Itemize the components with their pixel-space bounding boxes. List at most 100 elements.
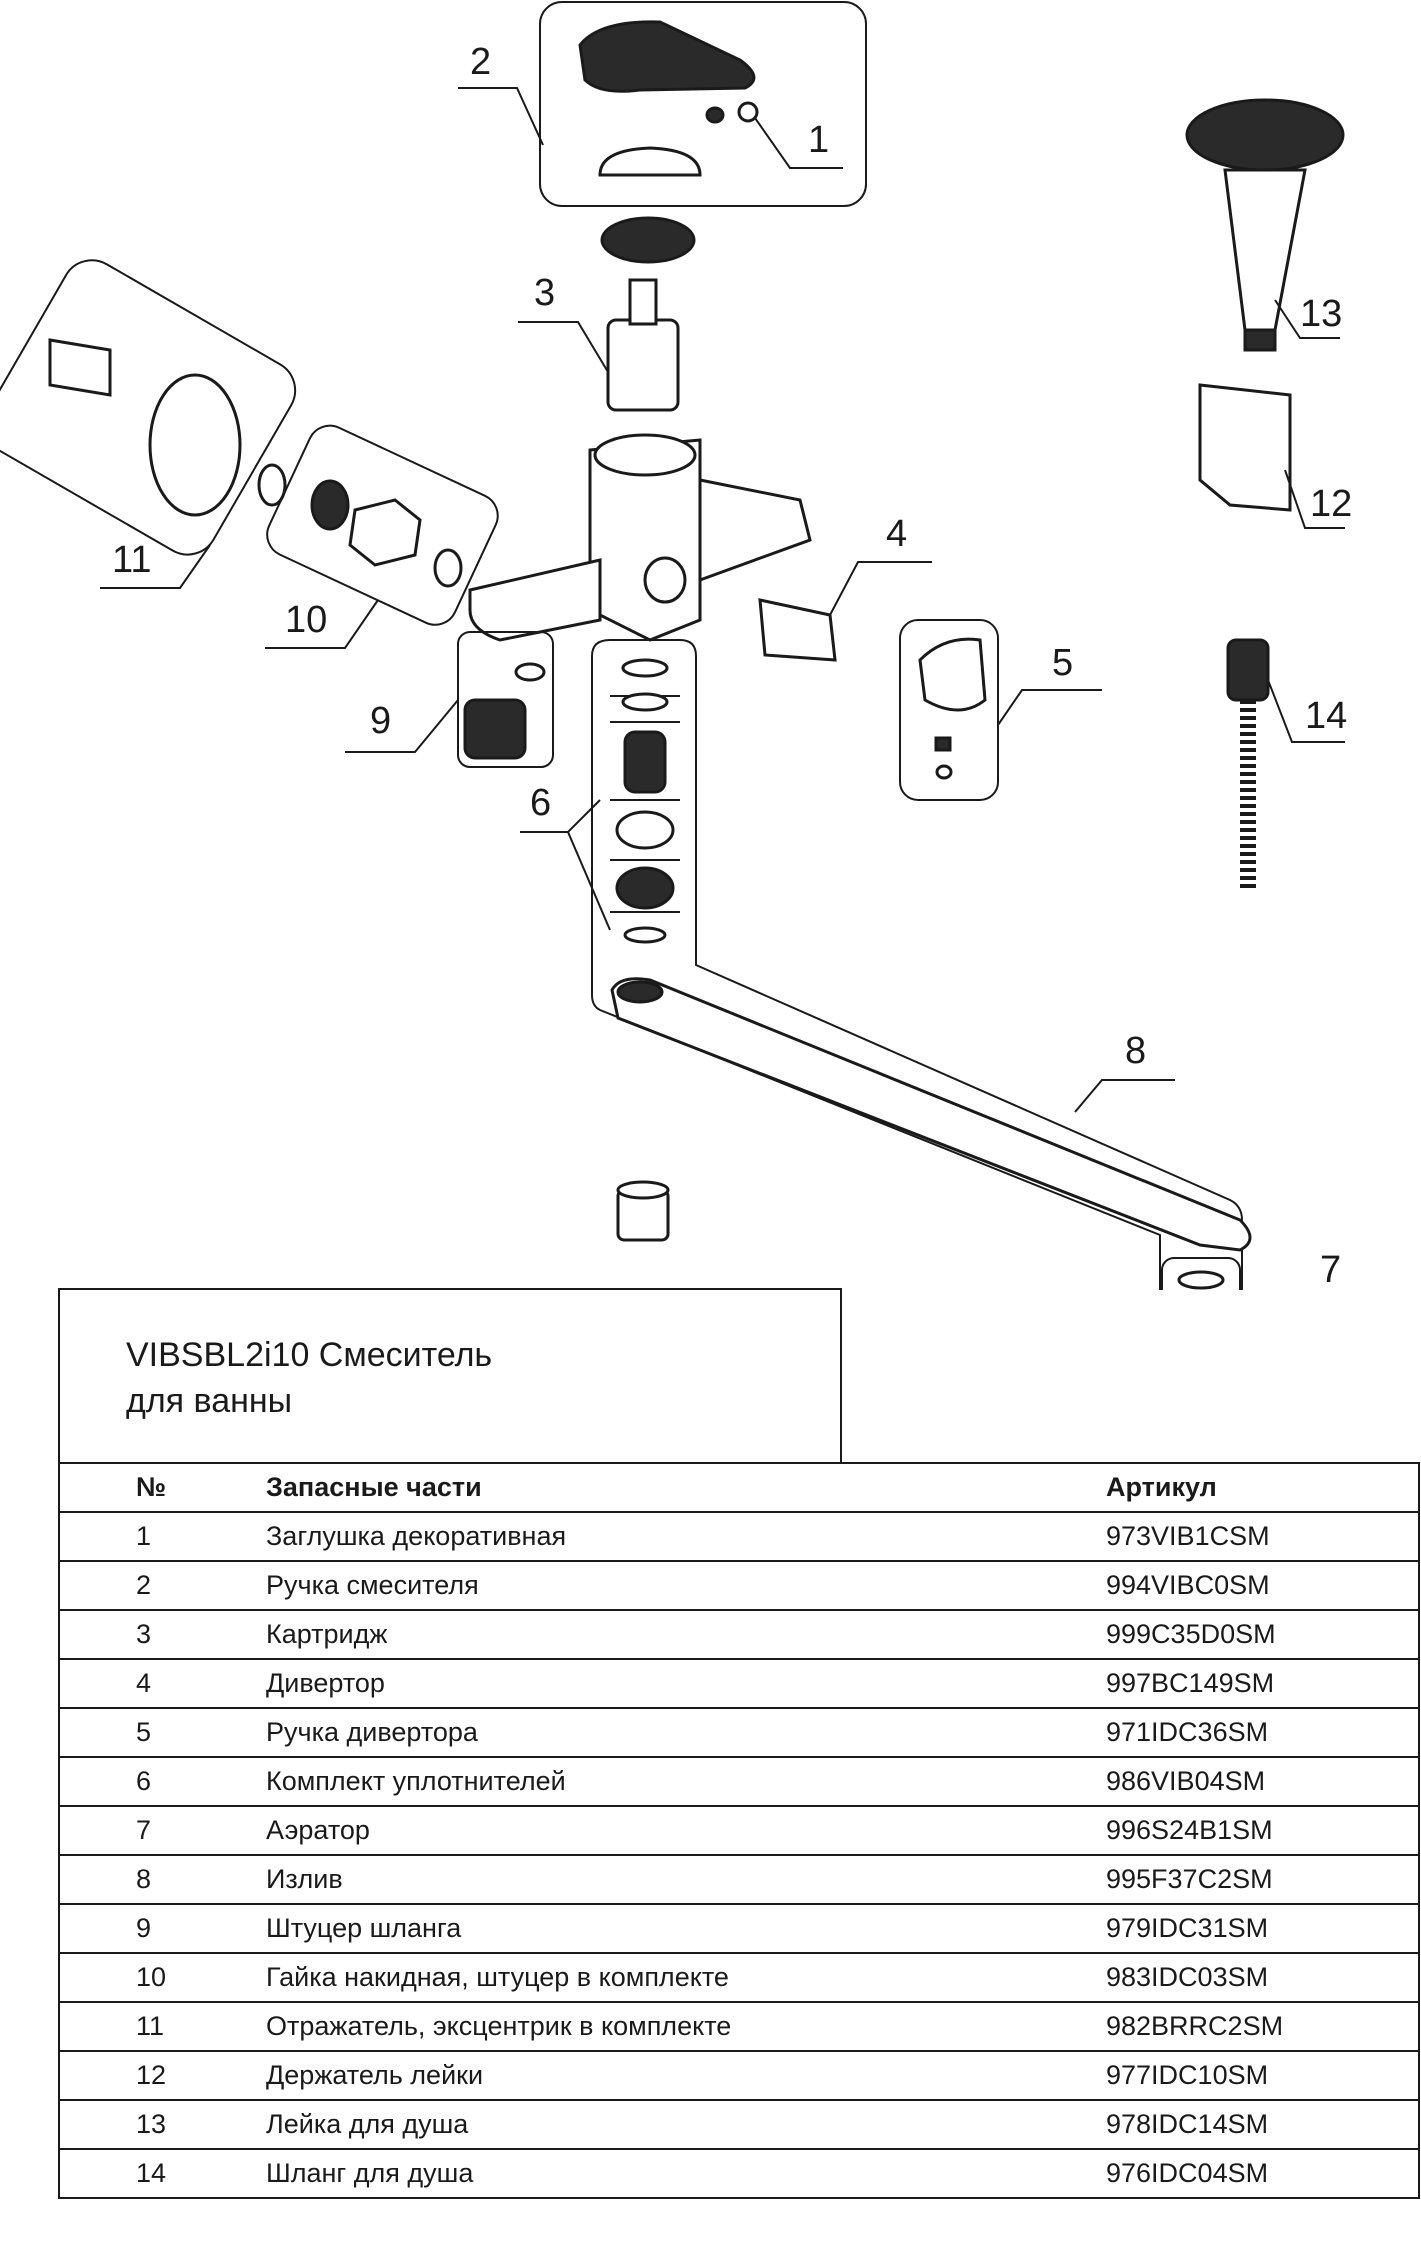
callout-5: 5: [1052, 642, 1073, 684]
row-sku: 973VIB1CSM: [1106, 1511, 1419, 1562]
row-sku: 978IDC14SM: [1106, 2099, 1419, 2150]
shower-holder-part: [1198, 383, 1292, 512]
aerator-box: [1161, 1257, 1241, 1290]
eccentric-part: [48, 338, 112, 397]
mixer-handle-part: [578, 20, 756, 93]
diverter-plug-part: [935, 764, 953, 780]
callout-6: 6: [530, 782, 551, 824]
seal-ring-1: [621, 658, 669, 678]
row-number: 7: [59, 1805, 266, 1856]
row-number: 14: [59, 2148, 266, 2199]
reflector-part: [148, 373, 242, 517]
eccentric-box: [0, 259, 297, 556]
callout-14: 14: [1305, 695, 1347, 737]
row-part-name: Дивертор: [266, 1658, 1106, 1709]
row-part-name: Ручка дивертора: [266, 1707, 1106, 1758]
callout-8: 8: [1125, 1030, 1146, 1072]
row-number: 4: [59, 1658, 266, 1709]
diverter-screw-part: [934, 736, 952, 752]
leader-12: [1284, 469, 1345, 529]
row-part-name: Заглушка декоративная: [266, 1511, 1106, 1562]
row-sku: 994VIBC0SM: [1106, 1560, 1419, 1611]
row-part-name: Аэратор: [266, 1805, 1106, 1856]
leader-3: [518, 321, 609, 373]
spout-outline-box: [591, 639, 1243, 1290]
leader-1: [754, 117, 843, 169]
row-number: 11: [59, 2001, 266, 2052]
cartridge-nut-part: [600, 216, 696, 264]
callout-10: 10: [285, 599, 327, 641]
row-sku: 979IDC31SM: [1106, 1903, 1419, 1954]
seal-ring-2: [621, 692, 669, 712]
spout-part: [610, 977, 1252, 1252]
hose-fitting-box: [457, 631, 554, 768]
union-nut-box: [266, 424, 499, 626]
shower-head-handle-part: [1223, 168, 1307, 332]
gasket-11-part: [257, 463, 287, 507]
row-part-name: Отражатель, эксцентрик в комплекте: [266, 2001, 1106, 2052]
header-number: №: [59, 1462, 266, 1513]
callout-3: 3: [534, 272, 555, 314]
leader-14: [1267, 679, 1345, 743]
mixer-right-arm-part: [698, 478, 812, 583]
plug-part-small: [705, 106, 725, 124]
callout-12: 12: [1310, 483, 1352, 525]
row-number: 3: [59, 1609, 266, 1660]
leader-4: [829, 561, 932, 616]
cartridge-part: [606, 318, 680, 412]
row-number: 12: [59, 2050, 266, 2101]
row-sku: 986VIB04SM: [1106, 1756, 1419, 1807]
leader-11: [100, 544, 211, 589]
diverter-part: [758, 598, 837, 662]
row-part-name: Держатель лейки: [266, 2050, 1106, 2101]
handle-base-cap-part: [598, 146, 702, 177]
callout-4: 4: [886, 513, 907, 555]
row-number: 8: [59, 1854, 266, 1905]
mixer-left-arm-part: [468, 558, 602, 642]
row-number: 9: [59, 1903, 266, 1954]
leader-13: [1274, 299, 1340, 339]
header-sku: Артикул: [1106, 1462, 1419, 1513]
seal-cup: [615, 810, 675, 850]
row-sku: 976IDC04SM: [1106, 2148, 1419, 2199]
row-part-name: Картридж: [266, 1609, 1106, 1660]
callout-2: 2: [470, 41, 491, 83]
shower-head-face-part: [1185, 98, 1345, 172]
row-sku: 999C35D0SM: [1106, 1609, 1419, 1660]
decorative-plug-part: [737, 101, 759, 123]
leader-10: [265, 599, 379, 649]
row-part-name: Ручка смесителя: [266, 1560, 1106, 1611]
callout-11: 11: [112, 539, 151, 581]
row-number: 1: [59, 1511, 266, 1562]
row-sku: 996S24B1SM: [1106, 1805, 1419, 1856]
row-part-name: Комплект уплотнителей: [266, 1756, 1106, 1807]
row-part-name: Гайка накидная, штуцер в комплекте: [266, 1952, 1106, 2003]
mixer-body-top-part: [593, 433, 697, 477]
seal-nut: [615, 866, 675, 910]
bushing-top-part: [616, 1180, 670, 1200]
row-number: 2: [59, 1560, 266, 1611]
spout-inlet-part: [616, 980, 664, 1004]
mixer-outlet-part: [643, 556, 687, 604]
callout-7: 7: [1320, 1249, 1341, 1290]
row-sku: 977IDC10SM: [1106, 2050, 1419, 2101]
row-part-name: Излив: [266, 1854, 1106, 1905]
callout-1: 1: [808, 119, 829, 161]
title-block: VIBSBL2i10 Смеситель для ванны: [58, 1288, 842, 1464]
row-part-name: Штуцер шланга: [266, 1903, 1106, 1954]
seal-sleeve: [623, 730, 667, 794]
shower-head-connector-part: [1243, 328, 1277, 352]
document-title: VIBSBL2i10 Смеситель для ванны: [126, 1336, 493, 1420]
gasket-10-part: [433, 548, 463, 588]
